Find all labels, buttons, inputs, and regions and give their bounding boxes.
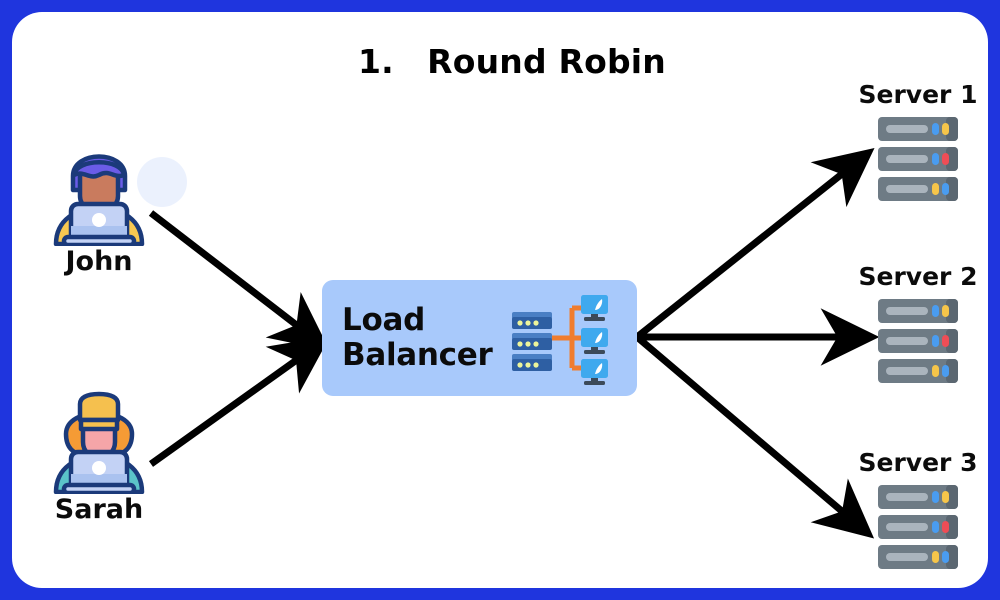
server-rack-icon — [872, 113, 964, 205]
server-label-3: Server 3 — [858, 448, 978, 477]
load-balancer-network-icon — [506, 290, 610, 386]
server-label-1: Server 1 — [858, 80, 978, 109]
server-node-1[interactable]: Server 1 — [838, 82, 988, 205]
client-label-sarah: Sarah — [54, 494, 144, 525]
client-label-john: John — [65, 246, 133, 277]
diagram-card: 1. Round Robin — [12, 12, 988, 588]
arrow-load-balancer-to-server-1 — [634, 148, 875, 340]
server-rack-icon — [872, 481, 964, 573]
arrow-sarah-to-load-balancer — [148, 335, 331, 467]
load-balancer-label: Load Balancer — [342, 302, 493, 373]
server-label-2: Server 2 — [858, 262, 978, 291]
server-node-3[interactable]: Server 3 — [838, 450, 988, 573]
arrow-load-balancer-to-server-3 — [634, 334, 875, 539]
arrow-john-to-load-balancer — [148, 210, 330, 351]
user-laptop-avatar-icon — [40, 382, 158, 496]
client-node-john[interactable]: John — [24, 134, 174, 275]
server-node-2[interactable]: Server 2 — [838, 264, 988, 387]
page-title: 1. Round Robin — [358, 42, 666, 81]
user-laptop-avatar-icon — [40, 134, 158, 248]
client-node-sarah[interactable]: Sarah — [24, 382, 174, 523]
server-rack-icon — [872, 295, 964, 387]
load-balancer-node[interactable]: Load Balancer — [322, 280, 637, 396]
chat-bubble-ghost-icon — [137, 157, 187, 207]
